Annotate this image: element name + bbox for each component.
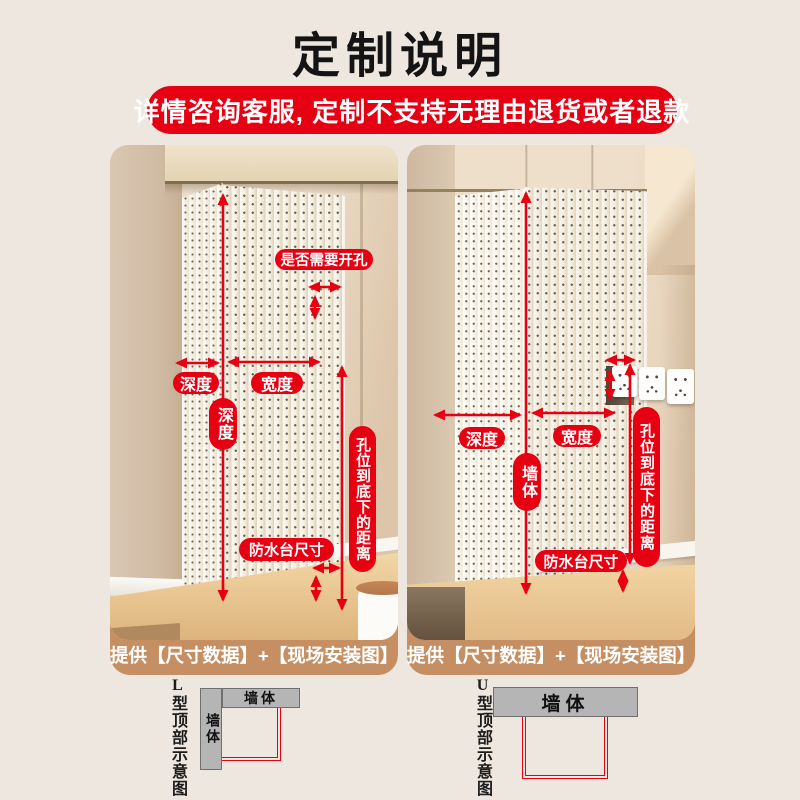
dresser-dark — [407, 587, 465, 640]
hole-to-bottom-pill: 孔位到底下的距离 — [633, 407, 660, 567]
left-wall — [407, 145, 455, 640]
photo-card-u-type: 深度 宽度 墙体 防水台尺寸 孔位到底下的距离 提供【尺寸数据】+【现场安装图】 — [407, 145, 695, 675]
left-wall — [110, 145, 182, 640]
right-wall-shadow — [659, 265, 695, 565]
dimension-arrows-right — [433, 191, 636, 595]
photo-u-type: 深度 宽度 墙体 防水台尺寸 孔位到底下的距离 — [407, 145, 695, 640]
u-type-diagram: U型顶部示意图 墙体 — [470, 675, 650, 800]
wall-corner-shadow — [360, 183, 363, 513]
l-type-diagram-label: L型顶部示意图 — [169, 677, 186, 797]
wall-pill: 墙体 — [513, 453, 541, 511]
photo-l-type: 是否需要开孔 深度 宽度 深度 防水台尺寸 孔位到底下的距离 — [110, 145, 398, 640]
u-type-wall: 墙体 — [493, 687, 638, 717]
width-pill: 宽度 — [553, 425, 601, 447]
need-hole-pill: 是否需要开孔 — [275, 249, 373, 270]
cabinet-top — [165, 145, 398, 184]
l-type-diagram: L型顶部示意图 墙体 墙体 — [165, 675, 315, 800]
stool-seat — [356, 581, 398, 595]
power-outlet-3 — [667, 369, 694, 404]
photo-card-l-type: 是否需要开孔 深度 宽度 深度 防水台尺寸 孔位到底下的距离 提供【尺寸数据】+… — [110, 145, 398, 675]
l-type-panel-lines — [222, 708, 281, 761]
counter-front-edge — [110, 623, 180, 640]
page-title: 定制说明 — [291, 30, 508, 83]
u-type-diagram-label: U型顶部示意图 — [474, 677, 491, 797]
pegboard-side-face — [455, 188, 525, 602]
waterproof-pill: 防水台尺寸 — [535, 550, 627, 572]
depth-pill-vertical: 深度 — [209, 398, 237, 450]
depth-pill-horizontal: 深度 — [173, 372, 219, 394]
caption-right: 提供【尺寸数据】+【现场安装图】 — [407, 645, 696, 666]
u-type-panel-lines — [522, 717, 608, 779]
stool — [358, 587, 398, 640]
power-outlet-2 — [639, 367, 665, 400]
top-right-wall-shadow — [645, 145, 695, 275]
dimension-arrows-left — [175, 193, 348, 611]
hole-to-bottom-pill: 孔位到底下的距离 — [349, 426, 376, 572]
cabinet-shadow — [165, 184, 398, 194]
l-type-wall-horizontal: 墙体 — [222, 688, 300, 708]
depth-pill: 深度 — [459, 427, 505, 449]
width-pill: 宽度 — [251, 372, 303, 394]
notice-banner: 详情咨询客服, 定制不支持无理由退货或者退款 — [134, 86, 689, 134]
waterproof-pill: 防水台尺寸 — [239, 538, 334, 561]
caption-left: 提供【尺寸数据】+【现场安装图】 — [110, 645, 399, 666]
pegboard-side-face — [182, 183, 223, 609]
l-type-wall-vertical: 墙体 — [200, 688, 222, 770]
